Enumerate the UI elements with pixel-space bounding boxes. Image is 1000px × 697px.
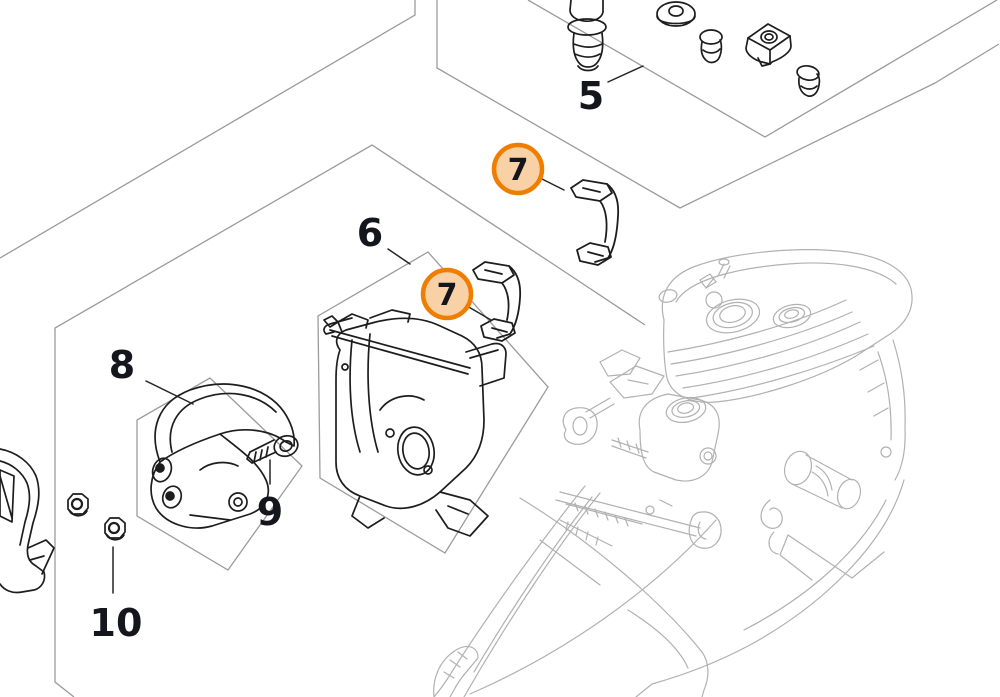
- leader-7-lower: [466, 305, 492, 321]
- leader-5: [607, 65, 644, 83]
- leader-8: [145, 380, 194, 405]
- callout-8-label[interactable]: 8: [109, 343, 135, 387]
- leader-7-upper: [539, 177, 565, 191]
- part-10-nut-drawing: [67, 493, 126, 541]
- callout-6-label[interactable]: 6: [357, 211, 383, 255]
- leader-6: [387, 248, 411, 265]
- callout-7-lower[interactable]: 7: [420, 267, 474, 321]
- panel-outline-5-inner-plate: [527, 0, 998, 138]
- part-7-upper-clip-drawing: [570, 179, 620, 266]
- part-5-group-drawing: [567, 0, 821, 97]
- callout-8[interactable]: 8: [109, 343, 135, 387]
- callout-7-upper[interactable]: 7: [491, 142, 545, 196]
- callout-9-label[interactable]: 9: [257, 490, 283, 534]
- leader-lines: [112, 65, 644, 594]
- callout-7-upper-label[interactable]: 7: [508, 153, 529, 188]
- callout-6[interactable]: 6: [357, 211, 383, 255]
- part-9-screw-drawing: [246, 434, 299, 464]
- callout-10-label[interactable]: 10: [90, 601, 143, 645]
- panel-outline-5-outer: [436, 0, 1000, 209]
- callout-7-lower-label[interactable]: 7: [437, 278, 458, 313]
- part-7-lower-clip-drawing: [472, 261, 522, 342]
- callout-5-label[interactable]: 5: [578, 74, 604, 118]
- carb-intake-boot: [665, 396, 707, 424]
- callout-9[interactable]: 9: [257, 490, 283, 534]
- callout-5[interactable]: 5: [578, 74, 604, 118]
- part-8-drawing: [150, 383, 296, 529]
- clipped-part-drawing: [0, 448, 55, 594]
- spark-plug-boot: [705, 298, 761, 334]
- second-boot: [772, 303, 812, 329]
- panel-outline-left-group: [54, 144, 646, 697]
- highlight-circle-7-upper[interactable]: [491, 142, 545, 196]
- panel-outline-8: [136, 377, 303, 571]
- machine-drawing: [433, 249, 913, 697]
- part-6-drawing: [323, 309, 507, 537]
- callout-10[interactable]: 10: [90, 601, 143, 645]
- highlight-circle-7-lower[interactable]: [420, 267, 474, 321]
- panel-outline-6: [317, 251, 549, 554]
- panel-outline-topleft: [0, 0, 416, 259]
